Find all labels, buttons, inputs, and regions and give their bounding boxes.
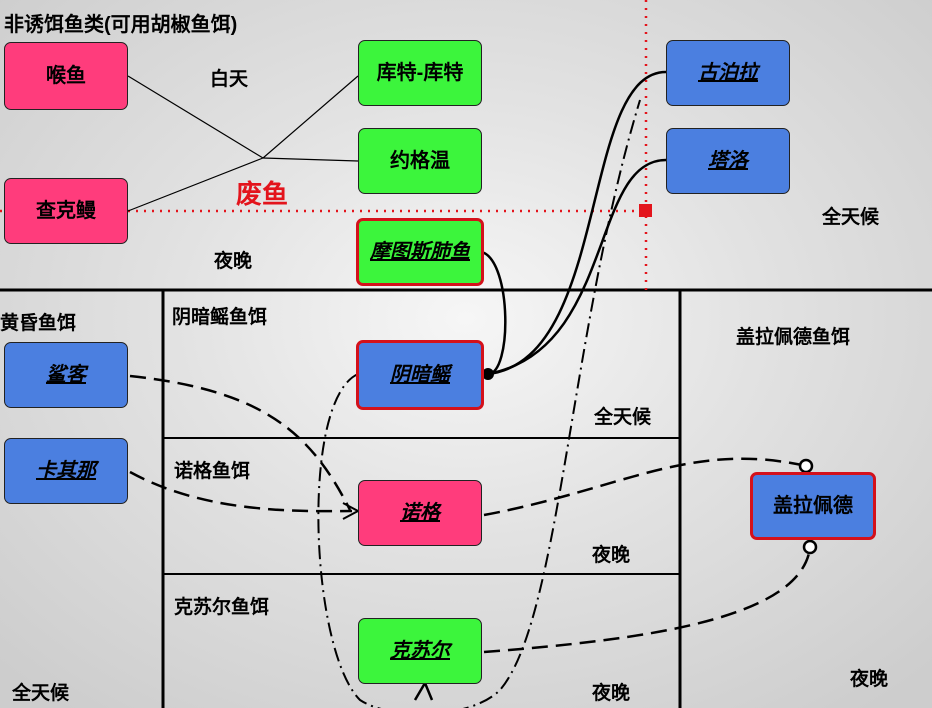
time-label-allday-bottom-left: 全天候 bbox=[12, 683, 70, 704]
section-gailapeide-bait: 盖拉佩德鱼饵 bbox=[736, 327, 851, 348]
fish-label-kaqina: 卡其那 bbox=[36, 460, 96, 482]
fish-box-yinanyao[interactable]: 阴暗鳐 bbox=[356, 340, 484, 410]
fish-label-gubola: 古泊拉 bbox=[698, 62, 758, 84]
section-yinanyao-bait: 阴暗鳐鱼饵 bbox=[172, 307, 268, 328]
fish-label-kesuer: 克苏尔 bbox=[390, 640, 450, 662]
fish-box-gailapeide[interactable]: 盖拉佩德 bbox=[750, 472, 876, 540]
fish-label-chakeman: 查克鳗 bbox=[36, 200, 96, 222]
fish-label-houyu: 喉鱼 bbox=[46, 65, 86, 87]
time-label-night-bottom-right: 夜晚 bbox=[850, 669, 889, 690]
fish-box-yuegewen[interactable]: 约格温 bbox=[358, 128, 482, 194]
fish-box-nuoge[interactable]: 诺格 bbox=[358, 480, 482, 546]
fish-label-yinanyao: 阴暗鳐 bbox=[390, 364, 450, 386]
section-nuoge-bait: 诺格鱼饵 bbox=[174, 461, 251, 482]
fish-box-motusifeiyu[interactable]: 摩图斯肺鱼 bbox=[356, 218, 484, 286]
time-label-night-kesuer: 夜晚 bbox=[592, 683, 631, 704]
waste-marker-square bbox=[639, 204, 652, 217]
section-twilight-bait: 黄昏鱼饵 bbox=[0, 313, 77, 334]
time-label-night-top: 夜晚 bbox=[214, 251, 253, 272]
time-label-allday-mid: 全天候 bbox=[594, 407, 652, 428]
fish-box-gubola[interactable]: 古泊拉 bbox=[666, 40, 790, 106]
time-label-allday-top-right: 全天候 bbox=[822, 207, 880, 228]
fish-box-kesuer[interactable]: 克苏尔 bbox=[358, 618, 482, 684]
section-kesuer-bait: 克苏尔鱼饵 bbox=[174, 597, 270, 618]
fish-box-houyu[interactable]: 喉鱼 bbox=[4, 42, 128, 110]
waste-label: 废鱼 bbox=[236, 179, 289, 209]
fish-box-kutekute[interactable]: 库特-库特 bbox=[358, 40, 482, 106]
junction-dot bbox=[482, 368, 494, 380]
fish-box-chakeman[interactable]: 查克鳗 bbox=[4, 178, 128, 244]
fish-box-kaqina[interactable]: 卡其那 bbox=[4, 438, 128, 504]
page-title: 非诱饵鱼类(可用胡椒鱼饵) bbox=[4, 14, 238, 36]
fish-box-taluo[interactable]: 塔洛 bbox=[666, 128, 790, 194]
fish-label-nuoge: 诺格 bbox=[400, 502, 440, 524]
fish-label-taluo: 塔洛 bbox=[708, 150, 748, 172]
time-label-day: 白天 bbox=[210, 69, 249, 90]
fish-label-motusifeiyu: 摩图斯肺鱼 bbox=[370, 241, 470, 263]
fish-label-kutekute: 库特-库特 bbox=[376, 62, 464, 84]
fish-label-shake: 鲨客 bbox=[46, 364, 86, 386]
time-label-night-nuoge: 夜晚 bbox=[592, 545, 631, 566]
fish-label-yuegewen: 约格温 bbox=[390, 150, 450, 172]
fish-label-gailapeide: 盖拉佩德 bbox=[773, 495, 853, 517]
fish-box-shake[interactable]: 鲨客 bbox=[4, 342, 128, 408]
